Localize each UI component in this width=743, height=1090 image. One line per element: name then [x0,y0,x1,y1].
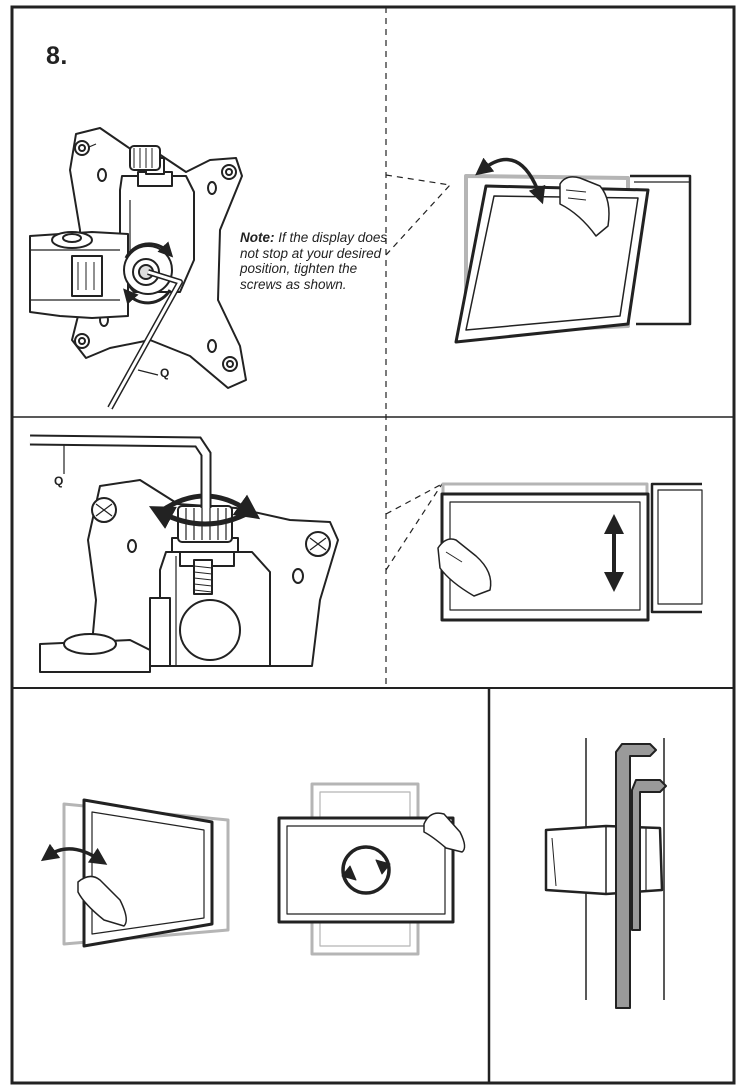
tighten-knob-illustration [29,434,339,673]
monitor-tilt-illustration [385,157,692,344]
cable-clip-hex-key-illustration [544,738,667,1009]
swivel-rotate-illustration [40,782,466,956]
monitor-height-illustration [385,482,703,622]
step-number: 8. [46,42,68,70]
note-label: Note: [240,230,275,245]
note-text: Note: If the display does not stop at yo… [240,230,390,292]
page-frame [10,5,736,1085]
vesa-plate-hex-key-illustration [29,127,247,410]
note-body: If the display does not stop at your des… [240,230,388,292]
plate-screw-holes [74,140,238,372]
callout-q-mid: Q [54,474,64,488]
callout-q-top: Q [160,366,170,380]
